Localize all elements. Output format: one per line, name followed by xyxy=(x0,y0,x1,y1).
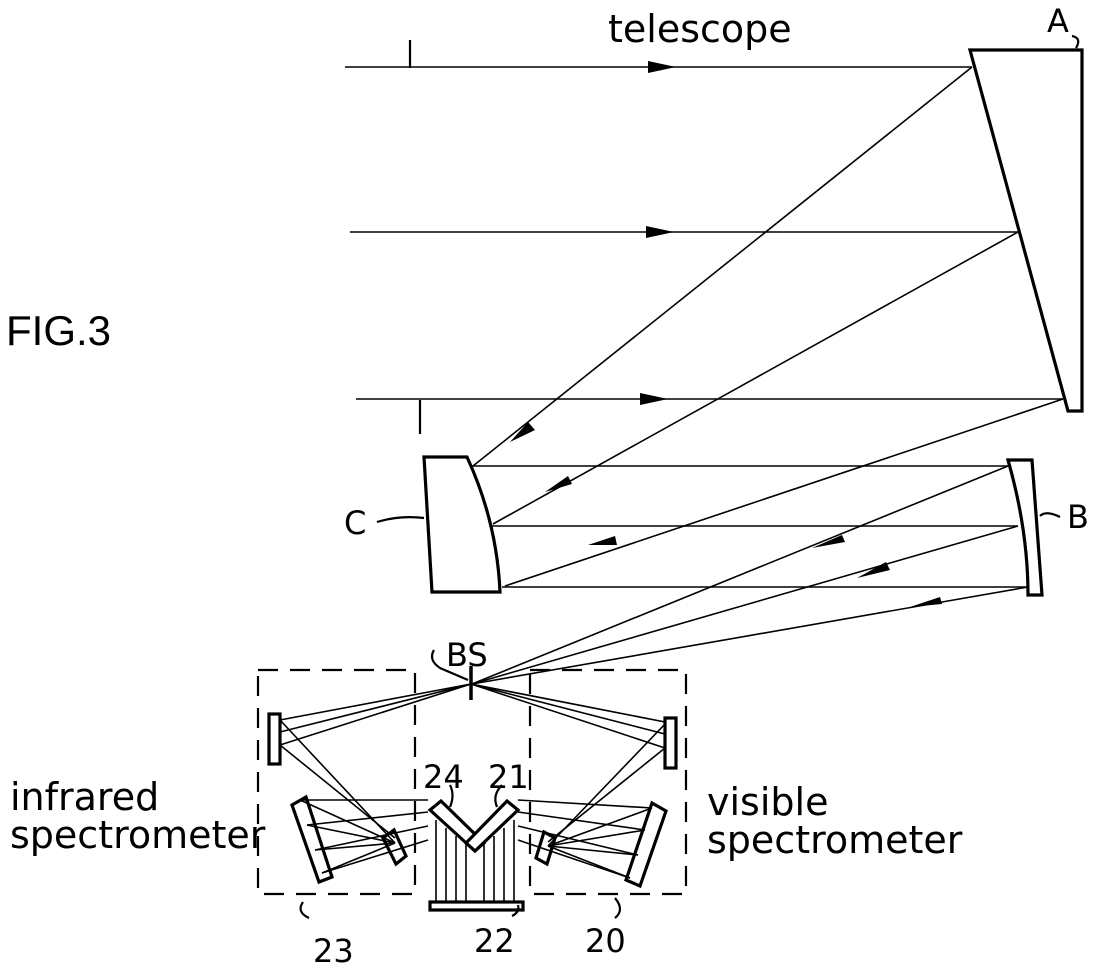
visible-spectrometer-box xyxy=(470,668,688,896)
rays-b-to-bs xyxy=(471,465,1029,685)
mirror-c-label: C xyxy=(344,504,366,542)
mirror-b-label: B xyxy=(1067,498,1089,536)
primary-mirror-a xyxy=(967,48,1084,413)
figure-label: FIG.3 xyxy=(6,307,111,354)
ref-22-label: 22 xyxy=(474,922,515,960)
mirror-a-label: A xyxy=(1047,2,1069,40)
infrared-label-line1: infrared xyxy=(10,775,159,819)
infrared-spectrometer-box xyxy=(256,668,472,896)
visible-label-line2: spectrometer xyxy=(707,818,963,862)
fold-mirrors-and-detector xyxy=(427,798,525,912)
ref-20-label: 20 xyxy=(585,922,626,960)
mirror-c xyxy=(422,455,502,594)
ref-21-label: 21 xyxy=(488,758,529,796)
leader-lines xyxy=(299,34,1080,919)
beam-splitter-label: BS xyxy=(446,636,488,674)
visible-label-line1: visible xyxy=(707,780,828,824)
telescope-label: telescope xyxy=(608,7,792,51)
rays-c-to-b xyxy=(470,465,1028,588)
ref-24-label: 24 xyxy=(423,758,464,796)
rays-a-to-c xyxy=(472,66,1064,587)
ref-23-label: 23 xyxy=(313,932,354,970)
incoming-beams xyxy=(345,40,1063,434)
infrared-label-line2: spectrometer xyxy=(10,813,266,857)
mirror-b xyxy=(1005,458,1044,597)
